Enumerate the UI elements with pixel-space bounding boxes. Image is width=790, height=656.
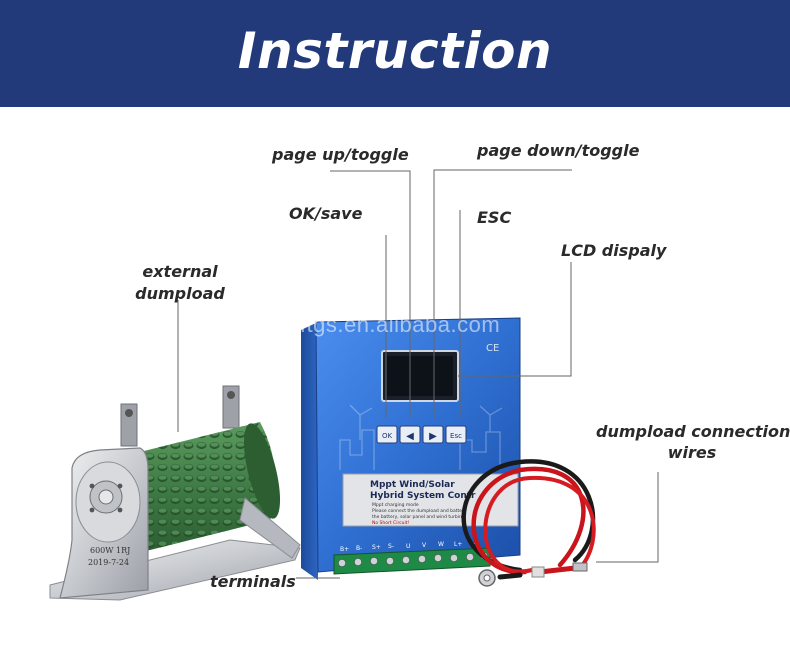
label-terminals: terminals: [210, 572, 296, 591]
label-external-dumpload-1: external: [142, 262, 218, 281]
esc-button[interactable]: Esc: [445, 425, 467, 444]
header-banner: Instruction: [0, 0, 790, 107]
terminal-label-u: U: [406, 543, 410, 550]
watermark: wxftgs.en.alibaba.com: [272, 312, 501, 337]
leader-lines: [177, 169, 659, 579]
svg-text:OK: OK: [382, 432, 393, 440]
ce-mark: CE: [486, 343, 499, 354]
controller-note-4: No Short Circuit!: [372, 520, 410, 526]
label-external-dumpload-2: dumpload: [135, 284, 225, 303]
controller-note-1: Mppt charging mode: [372, 502, 419, 508]
label-ok-save: OK/save: [289, 204, 363, 223]
external-dumpload-resistor: 600W 1RJ 2019-7-24: [49, 385, 301, 601]
terminal-label-l-plus: L+: [454, 541, 462, 548]
label-dumpload-wires-1: dumpload connection: [596, 422, 790, 441]
terminal-label-s-minus: S-: [388, 543, 394, 550]
resistor-marking-1: 600W 1RJ: [90, 546, 130, 555]
terminal-label-s-plus: S+: [372, 544, 381, 551]
terminal-label-b-minus: B-: [356, 545, 362, 552]
label-page-down: page down/toggle: [477, 141, 640, 160]
terminal-label-v: V: [422, 542, 427, 549]
ok-button[interactable]: OK: [376, 425, 398, 444]
controller-note-3: the battery, solar panel and wind turbin…: [372, 514, 465, 520]
terminal-label-w: W: [438, 541, 444, 548]
controller-name-2: Hybrid System Contr: [370, 491, 476, 501]
label-page-up: page up/toggle: [272, 145, 409, 164]
controller-note-2: Please connect the dumpload and battery: [372, 508, 467, 514]
dumpload-connection-wires: [461, 459, 596, 587]
page-down-button[interactable]: ▶: [422, 425, 444, 444]
label-lcd: LCD dispaly: [561, 241, 667, 260]
name-plate: [342, 473, 519, 527]
terminal-block[interactable]: [333, 547, 491, 575]
hybrid-controller: CE OK ◀ ▶ Esc Mppt Wind/Solar Hybrid Sys…: [301, 317, 521, 580]
svg-text:▶: ▶: [429, 431, 437, 442]
svg-text:Esc: Esc: [450, 432, 462, 440]
controller-name-1: Mppt Wind/Solar: [370, 480, 455, 490]
page-title: Instruction: [237, 22, 553, 80]
label-esc: ESC: [477, 208, 512, 227]
label-dumpload-wires-2: wires: [667, 443, 717, 462]
resistor-marking-2: 2019-7-24: [88, 558, 129, 567]
svg-text:◀: ◀: [406, 431, 414, 442]
page-up-button[interactable]: ◀: [399, 425, 421, 444]
terminal-label-b-plus: B+: [340, 546, 349, 553]
